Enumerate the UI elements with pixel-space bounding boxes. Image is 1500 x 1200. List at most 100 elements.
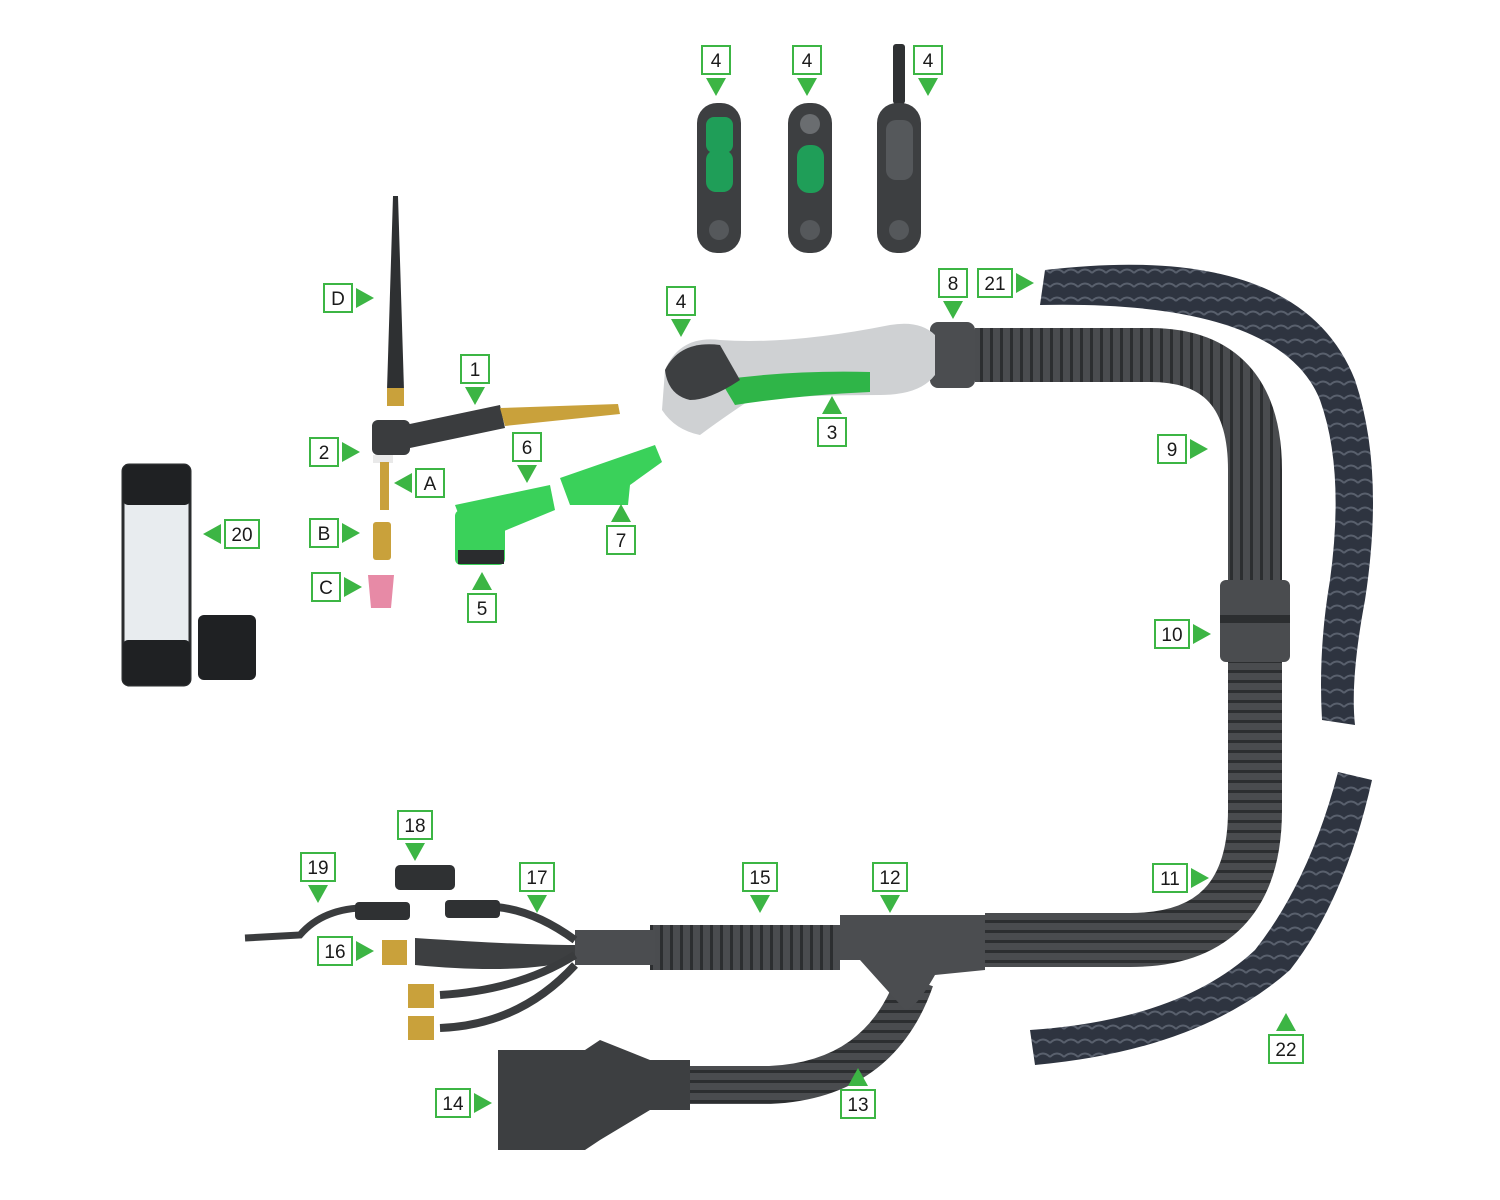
- callout-label: 4: [792, 45, 822, 96]
- callout-arrow: [1276, 1013, 1296, 1031]
- callout-arrow: [848, 1068, 868, 1086]
- callout-text: C: [319, 578, 333, 599]
- callout-label: 11: [1152, 863, 1209, 893]
- callout-text: 16: [324, 942, 345, 963]
- callout-arrow: [465, 387, 485, 405]
- callout-text: 13: [847, 1095, 868, 1116]
- callout-text: 3: [827, 423, 838, 444]
- callout-text: 22: [1275, 1040, 1296, 1061]
- brass-fitting-a: [408, 984, 434, 1008]
- callout-text: 20: [231, 525, 252, 546]
- callout-text: 4: [711, 51, 722, 72]
- brass-fitting-16: [382, 940, 407, 965]
- power-lead: [415, 938, 575, 969]
- gas-hose-13: [680, 973, 933, 1104]
- callout-arrow: [517, 465, 537, 483]
- callout-arrow: [1193, 624, 1211, 644]
- callout-arrow: [918, 78, 938, 96]
- callout-label: 2: [309, 437, 360, 467]
- lead-coupler-18: [395, 865, 455, 890]
- hose-cover-21: [1040, 264, 1373, 725]
- callout-arrow: [394, 473, 412, 493]
- callout-text: B: [318, 524, 331, 545]
- callout-text: 4: [923, 51, 934, 72]
- callout-arrow: [203, 524, 221, 544]
- hose-11: [985, 660, 1282, 967]
- callout-text: 11: [1160, 869, 1180, 890]
- callout-label: 14: [435, 1088, 492, 1118]
- cable-hose-15: [650, 925, 840, 970]
- callout-text: 21: [984, 274, 1005, 295]
- hose-cover-22: [1030, 772, 1372, 1065]
- tungsten-electrode-d: [387, 196, 404, 390]
- callout-text: 2: [319, 443, 330, 464]
- callout-label: 13: [840, 1068, 876, 1119]
- callout-label: 5: [467, 572, 497, 623]
- callout-label: 17: [519, 862, 555, 913]
- callout-arrow: [611, 504, 631, 522]
- callout-text: 5: [477, 599, 488, 620]
- callout-label: 19: [300, 852, 336, 903]
- callout-text: 1: [470, 360, 481, 381]
- collet-a: [380, 462, 389, 510]
- callout-text: 19: [307, 858, 328, 879]
- callout-label: 18: [397, 810, 433, 861]
- trigger-module-b: [788, 103, 832, 253]
- torch-body-1: [405, 405, 505, 448]
- callout-arrow: [344, 577, 362, 597]
- callout-label: 4: [666, 286, 696, 337]
- callout-text: 4: [802, 51, 813, 72]
- callout-text: A: [424, 474, 437, 495]
- callout-label: 12: [872, 862, 908, 913]
- callout-text: 9: [1167, 440, 1178, 461]
- tube-cap: [198, 615, 256, 680]
- callout-arrow: [671, 319, 691, 337]
- callout-arrow: [822, 396, 842, 414]
- callout-arrow: [797, 78, 817, 96]
- callout-label: 8: [938, 268, 968, 319]
- lead-connector-17: [445, 900, 500, 918]
- callout-text: 10: [1161, 625, 1182, 646]
- callout-arrow: [750, 895, 770, 913]
- callout-arrow: [706, 78, 726, 96]
- handle-adapter-7: [560, 445, 662, 505]
- callout-arrow: [308, 885, 328, 903]
- callout-label: 7: [606, 504, 636, 555]
- ceramic-cup-c: [368, 575, 394, 608]
- callout-text: 15: [749, 868, 770, 889]
- callout-arrow: [342, 523, 360, 543]
- callout-arrow: [356, 288, 374, 308]
- callout-arrow: [943, 301, 963, 319]
- callout-label: 4: [913, 45, 943, 96]
- callout-arrow: [474, 1093, 492, 1113]
- callout-arrow: [527, 895, 547, 913]
- callout-arrow: [1016, 273, 1034, 293]
- callout-label: 4: [701, 45, 731, 96]
- trigger-module-c: [877, 44, 921, 253]
- callout-label: 1: [460, 354, 490, 405]
- torch-head-2: [372, 420, 410, 455]
- callout-label: D: [323, 283, 374, 313]
- lead-connector-19: [355, 902, 410, 920]
- callout-label: C: [311, 572, 362, 602]
- callout-arrow: [472, 572, 492, 590]
- callout-arrow: [880, 895, 900, 913]
- callout-text: 18: [404, 816, 425, 837]
- callout-text: 6: [522, 438, 533, 459]
- callout-text: 14: [442, 1094, 464, 1115]
- callout-label: 10: [1154, 619, 1211, 649]
- callout-text: 17: [526, 868, 547, 889]
- callout-label: 22: [1268, 1013, 1304, 1064]
- callout-label: B: [309, 518, 360, 548]
- callout-label: A: [394, 468, 445, 498]
- callout-arrow: [405, 843, 425, 861]
- callout-label: 15: [742, 862, 778, 913]
- callout-arrow: [1190, 439, 1208, 459]
- trigger-module-a: [697, 103, 741, 253]
- callout-arrow: [1191, 868, 1209, 888]
- callout-text: D: [331, 289, 345, 310]
- callout-text: 8: [948, 274, 959, 295]
- callout-label: 21: [977, 268, 1034, 298]
